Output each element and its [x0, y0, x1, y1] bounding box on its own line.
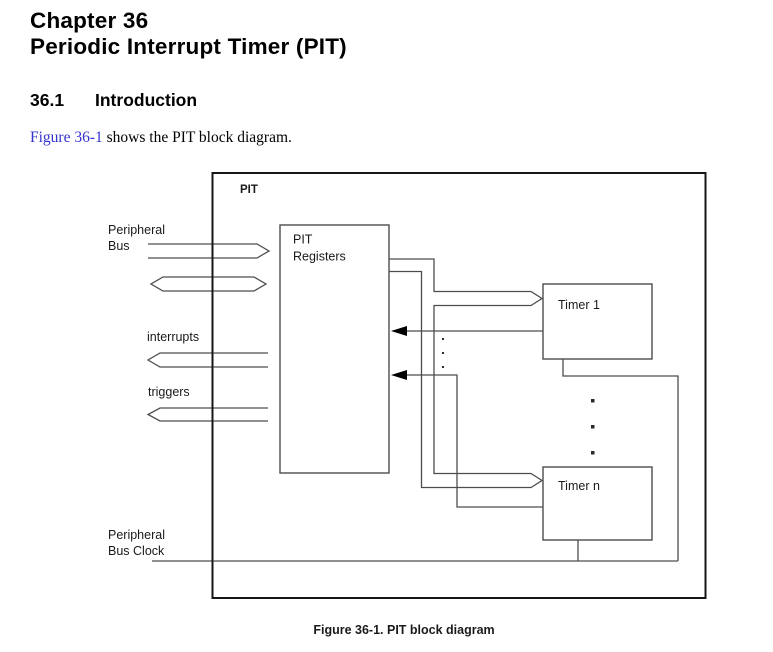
register-to-timers-bus	[389, 258, 544, 489]
timer1-box	[542, 283, 653, 360]
pit-registers-label-line2: Registers	[293, 250, 346, 264]
timer1-clock-elbow	[562, 359, 679, 561]
pit-box-label: PIT	[240, 184, 258, 196]
chapter-number: Chapter 36	[30, 8, 149, 33]
interrupt-ellipsis-dot	[442, 366, 444, 368]
timer-ellipsis-dot	[591, 399, 595, 403]
intro-paragraph: Figure 36-1 shows the PIT block diagram.	[30, 129, 292, 147]
interrupts-arrow	[146, 352, 268, 368]
clock-label-line1: Peripheral	[108, 528, 165, 542]
figure-caption: Figure 36-1. PIT block diagram	[313, 623, 494, 637]
peripheral-bus-in-arrow	[148, 243, 271, 259]
timer-ellipsis-dot	[591, 425, 595, 429]
timer-ellipsis-dot	[591, 451, 595, 455]
peripheral-bus-bidir-arrow	[149, 276, 268, 292]
pit-outer-box	[211, 172, 707, 599]
section-title: Introduction	[95, 90, 198, 110]
interrupts-label: interrupts	[147, 330, 199, 344]
triggers-arrow	[146, 407, 268, 422]
figure-link[interactable]: Figure 36-1	[30, 129, 103, 146]
timer1-label: Timer 1	[558, 298, 600, 312]
timern-interrupt-arrowhead-icon	[391, 370, 407, 380]
chapter-heading: Chapter 36 Periodic Interrupt Timer (PIT…	[30, 8, 347, 60]
timern-label: Timer n	[558, 479, 600, 493]
timer1-interrupt-arrowhead-icon	[391, 326, 407, 336]
interrupt-ellipsis-dot	[442, 352, 444, 354]
pit-registers-label-line1: PIT	[293, 233, 313, 247]
pit-registers-box	[279, 224, 390, 474]
intro-text: shows the PIT block diagram.	[102, 129, 292, 146]
interrupt-ellipsis-dot	[442, 338, 444, 340]
peripheral-bus-label-line1: Peripheral	[108, 223, 165, 237]
clock-label-line2: Bus Clock	[108, 544, 165, 558]
chapter-title: Periodic Interrupt Timer (PIT)	[30, 34, 347, 59]
timern-interrupt-line	[406, 374, 543, 508]
triggers-label: triggers	[148, 385, 190, 399]
section-heading: 36.1 Introduction	[30, 90, 197, 111]
timern-box	[542, 466, 653, 541]
peripheral-bus-label-line2: Bus	[108, 239, 130, 253]
section-number: 36.1	[30, 90, 65, 110]
